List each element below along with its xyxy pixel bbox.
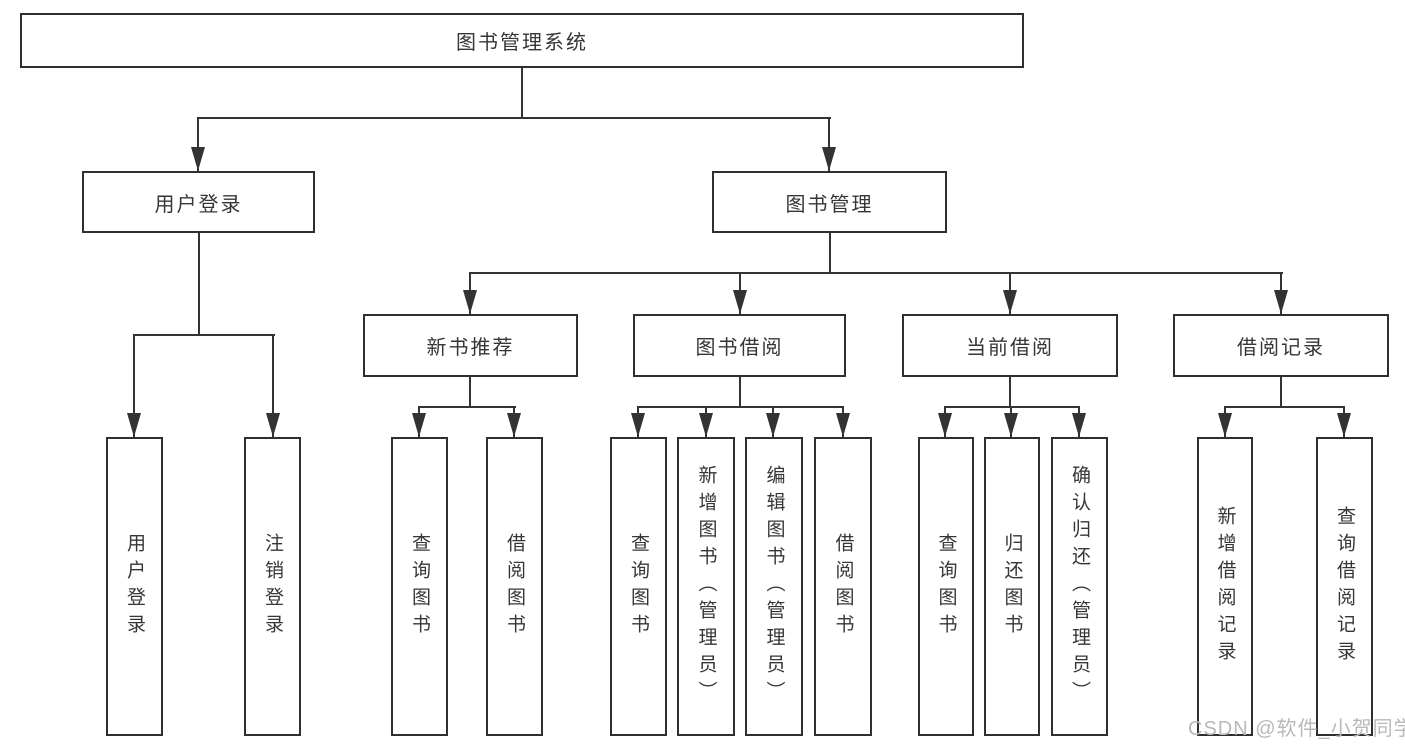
leaf-query-borrow-record: 查询借阅记录 (1316, 437, 1373, 736)
leaf-label: 归还图书 (1001, 532, 1023, 641)
arrow-down-icon (266, 413, 280, 437)
leaf-label: 用户登录 (124, 532, 145, 641)
arrow-down-icon (1003, 290, 1017, 314)
arrow-down-icon (822, 147, 836, 171)
node-root: 图书管理系统 (20, 13, 1024, 68)
connector-section-stub (1009, 377, 1011, 408)
arrow-down-icon (938, 413, 952, 437)
leaf-label: 注销登录 (262, 532, 283, 641)
connector-book-hline (469, 272, 1283, 274)
leaf-confirm-return-admin: 确认归还（管理员） (1051, 437, 1108, 736)
leaf-label: 借阅图书 (832, 532, 854, 641)
arrow-down-icon (631, 413, 645, 437)
connector-to-user-login (197, 117, 199, 172)
node-label: 新书推荐 (426, 337, 515, 359)
leaf-borrow-books-recommend: 借阅图书 (486, 437, 543, 736)
arrow-down-icon (191, 147, 205, 171)
leaf-label: 新增图书（管理员） (695, 465, 717, 708)
node-book-borrowing: 图书借阅 (633, 314, 846, 377)
leaf-query-books-borrowing: 查询图书 (610, 437, 667, 736)
leaf-label: 借阅图书 (504, 532, 525, 641)
leaf-edit-books-admin: 编辑图书（管理员） (745, 437, 803, 736)
node-label: 图书管理 (785, 193, 874, 216)
arrow-down-icon (507, 413, 521, 437)
connector-to-leaf (272, 334, 274, 437)
leaf-query-books-current: 查询图书 (918, 437, 974, 736)
leaf-label: 查询图书 (628, 532, 649, 641)
node-label: 用户登录 (154, 193, 243, 216)
leaf-user-login: 用户登录 (106, 437, 163, 736)
node-label: 图书借阅 (695, 337, 784, 359)
node-current-borrowing: 当前借阅 (902, 314, 1118, 377)
connector-section-stub (739, 377, 741, 408)
arrow-down-icon (1337, 413, 1351, 437)
node-new-book-recommendation: 新书推荐 (363, 314, 578, 377)
arrow-down-icon (463, 290, 477, 314)
connector-section-stub (469, 377, 471, 408)
connector-to-book-management (828, 117, 830, 172)
connector-section-stub (1280, 377, 1282, 408)
arrow-down-icon (412, 413, 426, 437)
node-label: 图书管理系统 (456, 32, 588, 54)
leaf-add-books-admin: 新增图书（管理员） (677, 437, 735, 736)
arrow-down-icon (1218, 413, 1232, 437)
arrow-down-icon (1072, 413, 1086, 437)
node-book-management: 图书管理 (712, 171, 947, 233)
connector-root-stub (521, 68, 523, 119)
leaf-label: 新增借阅记录 (1214, 505, 1236, 668)
leaf-add-borrow-record: 新增借阅记录 (1197, 437, 1253, 736)
leaf-return-books: 归还图书 (984, 437, 1040, 736)
watermark-text: CSDN @软件_小贺同学 (1188, 718, 1405, 740)
arrow-down-icon (836, 413, 850, 437)
node-label: 借阅记录 (1237, 337, 1325, 359)
arrow-down-icon (766, 413, 780, 437)
arrow-down-icon (1004, 413, 1018, 437)
connector-book-stub (829, 233, 831, 274)
arrow-down-icon (1274, 290, 1288, 314)
connector-level1-hline (197, 117, 831, 119)
leaf-label: 确认归还（管理员） (1069, 465, 1090, 708)
leaf-query-books-recommend: 查询图书 (391, 437, 448, 736)
arrow-down-icon (127, 413, 141, 437)
connector-to-leaf (133, 334, 135, 437)
leaf-label: 查询借阅记录 (1334, 505, 1355, 668)
node-borrowing-records: 借阅记录 (1173, 314, 1389, 377)
connector-section-hline (637, 406, 844, 408)
connector-user-stub (198, 233, 200, 336)
node-user-login: 用户登录 (82, 171, 315, 233)
connector-section-hline (418, 406, 516, 408)
leaf-logout-login: 注销登录 (244, 437, 301, 736)
leaf-borrow-books-borrowing: 借阅图书 (814, 437, 872, 736)
connector-user-hline (133, 334, 275, 336)
leaf-label: 编辑图书（管理员） (763, 465, 785, 708)
leaf-label: 查询图书 (935, 532, 957, 641)
node-label: 当前借阅 (966, 337, 1054, 359)
leaf-label: 查询图书 (409, 532, 430, 641)
connector-section-hline (1224, 406, 1345, 408)
arrow-down-icon (733, 290, 747, 314)
connector-section-hline (944, 406, 1080, 408)
arrow-down-icon (699, 413, 713, 437)
